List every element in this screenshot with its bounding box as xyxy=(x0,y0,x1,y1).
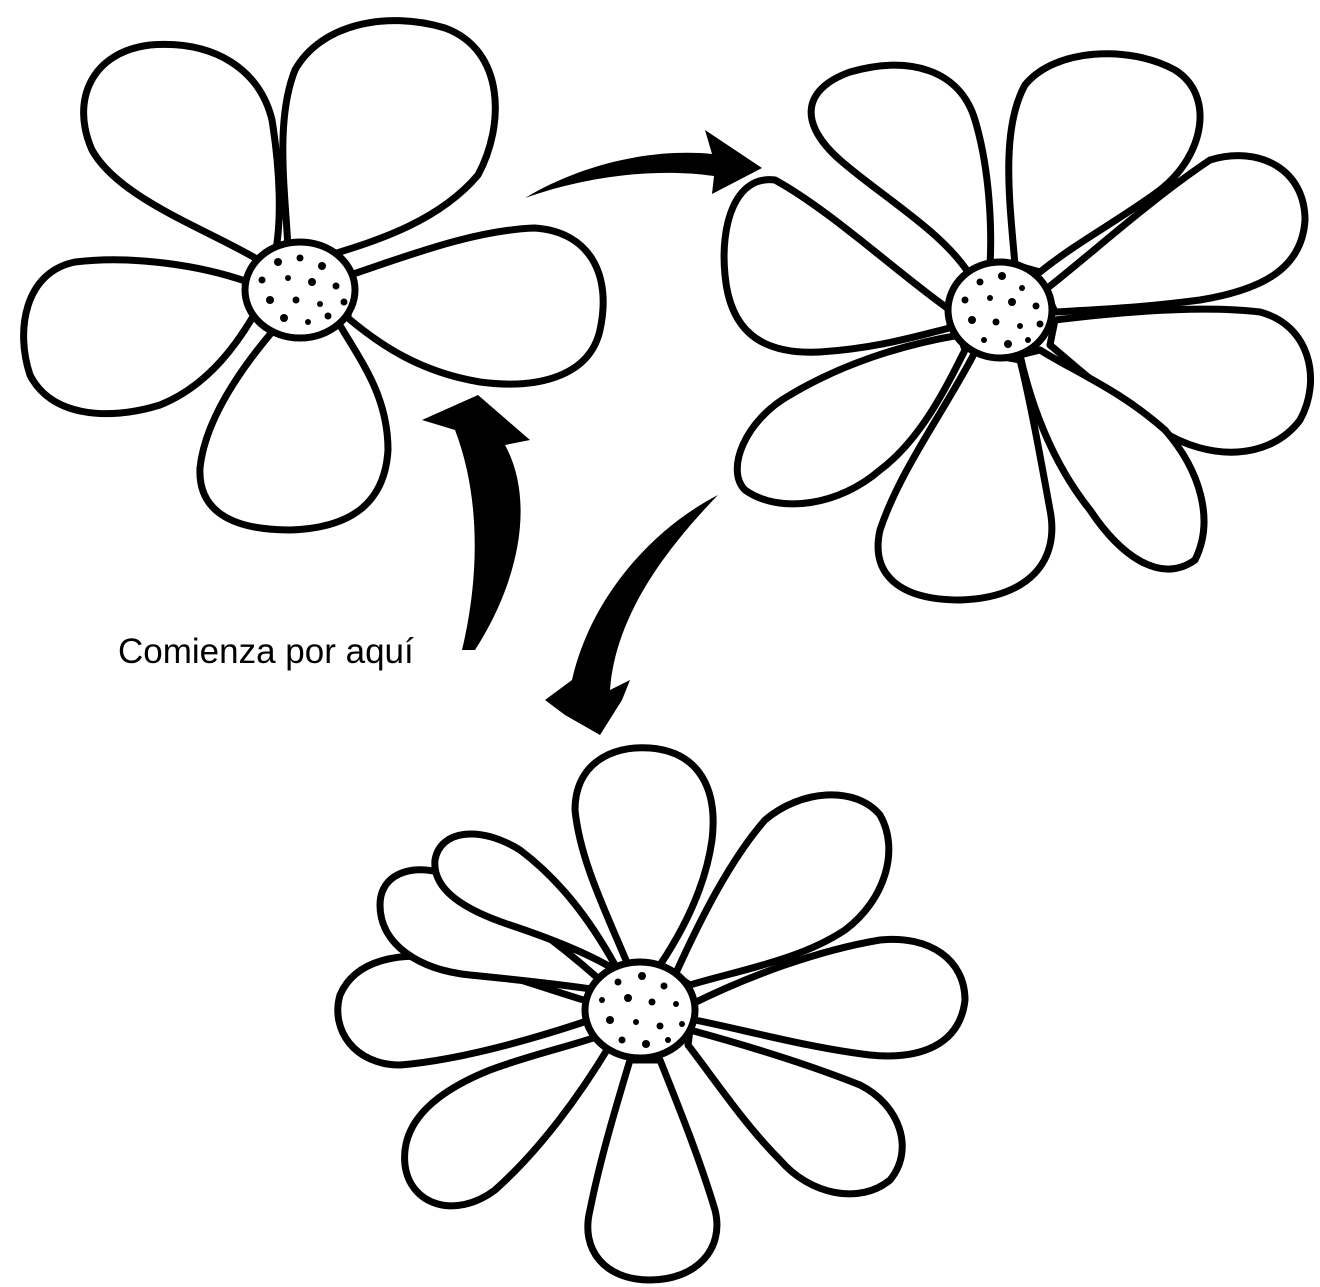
flower-seven-petals xyxy=(724,54,1310,600)
petal xyxy=(24,260,258,414)
petal xyxy=(588,1060,717,1280)
petal xyxy=(348,228,603,384)
arrow-to-seven-petals xyxy=(525,130,762,198)
flower-five-petals xyxy=(24,21,604,530)
start-label: Comienza por aquí xyxy=(118,632,414,671)
petal xyxy=(84,44,280,262)
petal xyxy=(283,21,495,255)
flower-eight-petals xyxy=(338,748,965,1280)
arrow-start-to-five-petals xyxy=(422,395,530,650)
arrow-to-eight-petals xyxy=(545,495,718,735)
